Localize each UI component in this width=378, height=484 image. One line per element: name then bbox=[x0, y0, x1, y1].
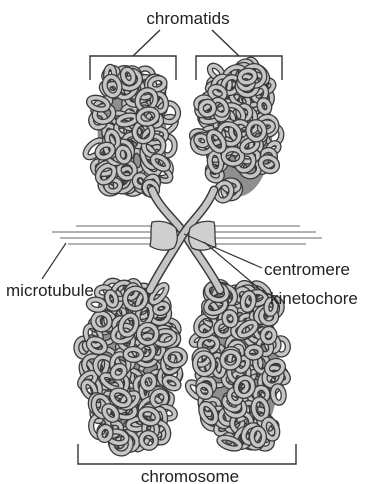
kinetochore-label: kinetochore bbox=[270, 289, 358, 308]
centromere-label: centromere bbox=[264, 260, 350, 279]
chromatids-label: chromatids bbox=[146, 9, 229, 28]
left-kinetochore bbox=[150, 221, 177, 250]
upper-left-chromatid-arm bbox=[83, 66, 182, 198]
chromosome-label: chromosome bbox=[141, 467, 239, 484]
upper-right-chromatid-arm bbox=[190, 58, 283, 202]
microtubule-leader-line bbox=[42, 243, 66, 279]
lower-left-chromatid-arm bbox=[76, 279, 185, 457]
microtubule-label: microtubule bbox=[6, 281, 94, 300]
chromatids-leader-lines bbox=[133, 30, 239, 56]
